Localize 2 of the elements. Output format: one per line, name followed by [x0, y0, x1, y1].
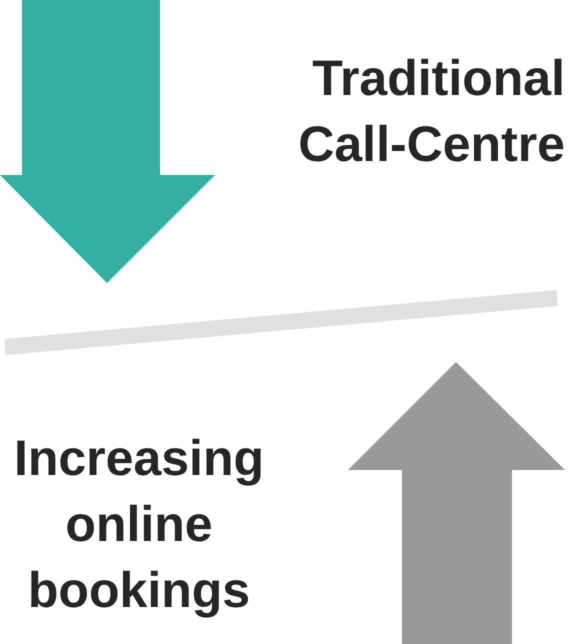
heading-text: Increasing online bookings — [12, 429, 266, 620]
heading-text: Traditional Call-Centre — [297, 49, 565, 174]
